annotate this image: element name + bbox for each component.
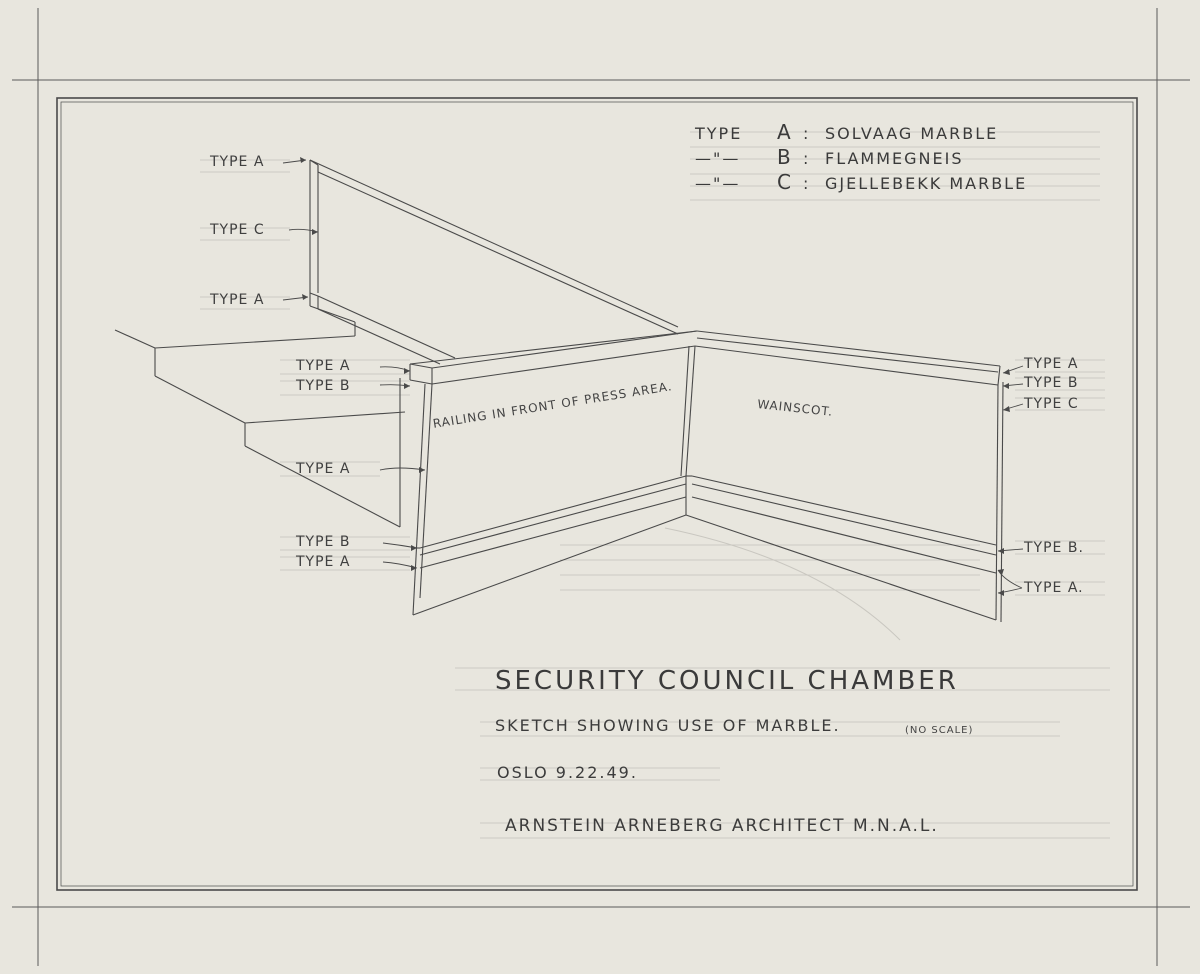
legend-desc: GJELLEBEKK MARBLE: [825, 174, 1028, 193]
legend-row-b: —"— B: FLAMMEGNEIS: [695, 147, 964, 167]
crop-lines: [12, 8, 1190, 966]
label-stair-type-a: TYPE A: [296, 461, 351, 477]
legend-sep: :: [803, 174, 811, 193]
legend-letter: A: [777, 120, 793, 144]
legend-key: —"—: [695, 174, 741, 193]
legend-letter: B: [777, 145, 793, 169]
label-left-mid-type-a: TYPE A: [210, 292, 265, 308]
label-right-base-type-a: TYPE A.: [1024, 580, 1084, 596]
legend-desc: FLAMMEGNEIS: [825, 149, 964, 168]
marble-construction: [114, 159, 1004, 623]
label-left-top-type-a: TYPE A: [210, 154, 265, 170]
label-base-type-a-left: TYPE A: [296, 554, 351, 570]
label-right-type-c: TYPE C: [1024, 396, 1079, 412]
leader-arrows: [282, 159, 1024, 594]
legend-row-c: —"— C: GJELLEBEKK MARBLE: [695, 172, 1027, 192]
legend-sep: :: [803, 149, 811, 168]
guide-lines: [200, 131, 1110, 839]
legend-sep: :: [803, 124, 811, 143]
label-left-type-c: TYPE C: [210, 222, 265, 238]
label-right-base-type-b: TYPE B.: [1024, 540, 1084, 556]
architect-signature: ARNSTEIN ARNEBERG ARCHITECT M.N.A.L.: [505, 816, 939, 836]
label-right-type-a: TYPE A: [1024, 356, 1079, 372]
label-base-type-b-left: TYPE B: [296, 534, 351, 550]
label-rail-type-a: TYPE A: [296, 358, 351, 374]
legend-row-a: TYPE A: SOLVAAG MARBLE: [695, 122, 998, 142]
legend-letter: C: [777, 170, 793, 194]
label-rail-type-b: TYPE B: [296, 378, 351, 394]
drawing-border: [56, 97, 1138, 891]
drawing-scale-note: (NO SCALE): [905, 725, 974, 736]
drawing-subtitle: SKETCH SHOWING USE OF MARBLE.: [495, 716, 841, 735]
arrow-heads: [300, 157, 1010, 596]
legend-desc: SOLVAAG MARBLE: [825, 124, 999, 143]
label-right-type-b: TYPE B: [1024, 375, 1079, 391]
drawing-place-date: OSLO 9.22.49.: [497, 763, 638, 782]
drawing-title: SECURITY COUNCIL CHAMBER: [495, 666, 959, 696]
legend-key: —"—: [695, 149, 741, 168]
smudge: [664, 527, 901, 641]
legend-key: TYPE: [695, 124, 743, 143]
